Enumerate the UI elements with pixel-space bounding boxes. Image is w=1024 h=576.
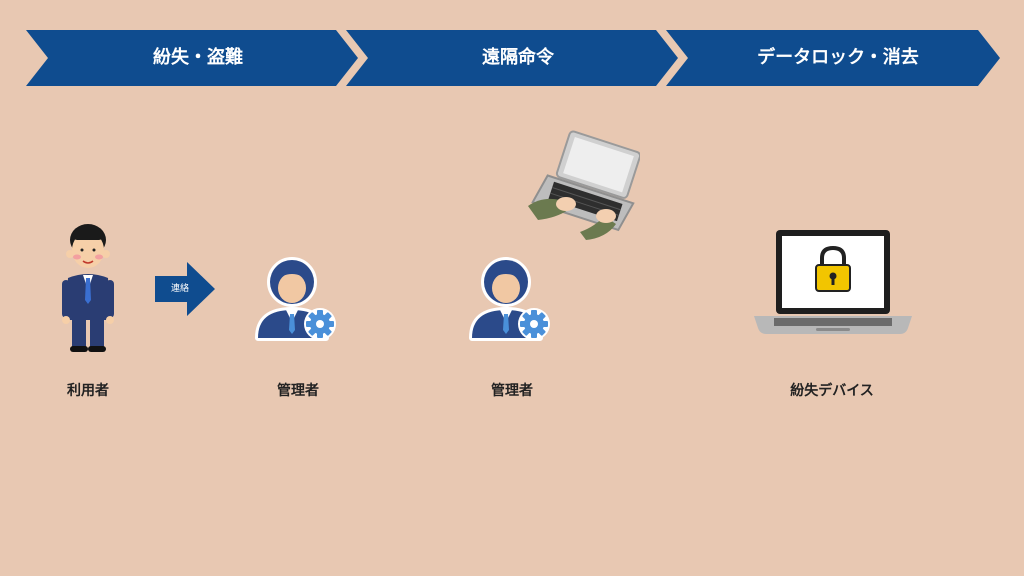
step-1-label: 紛失・盗難 — [153, 47, 243, 68]
admin-icon — [469, 257, 550, 341]
admin-caption: 管理者 — [491, 383, 533, 399]
chevron-step-1 — [26, 30, 358, 86]
step-2-label: 遠隔命令 — [482, 47, 554, 68]
user-caption: 利用者 — [67, 383, 109, 399]
user-figure-icon — [62, 224, 114, 352]
admin-caption: 管理者 — [277, 383, 319, 399]
locked-laptop-icon — [754, 230, 912, 334]
contact-arrow-label: 連絡 — [170, 284, 189, 294]
device-caption: 紛失デバイス — [790, 383, 874, 399]
chevron-step-3 — [666, 30, 1000, 86]
contact-arrow-icon — [155, 262, 215, 316]
step-3-label: データロック・消去 — [757, 47, 919, 68]
chevron-step-2 — [346, 30, 678, 86]
process-chevrons — [26, 30, 1000, 86]
admin-icon — [255, 257, 336, 341]
laptop-typing-icon — [528, 130, 640, 240]
